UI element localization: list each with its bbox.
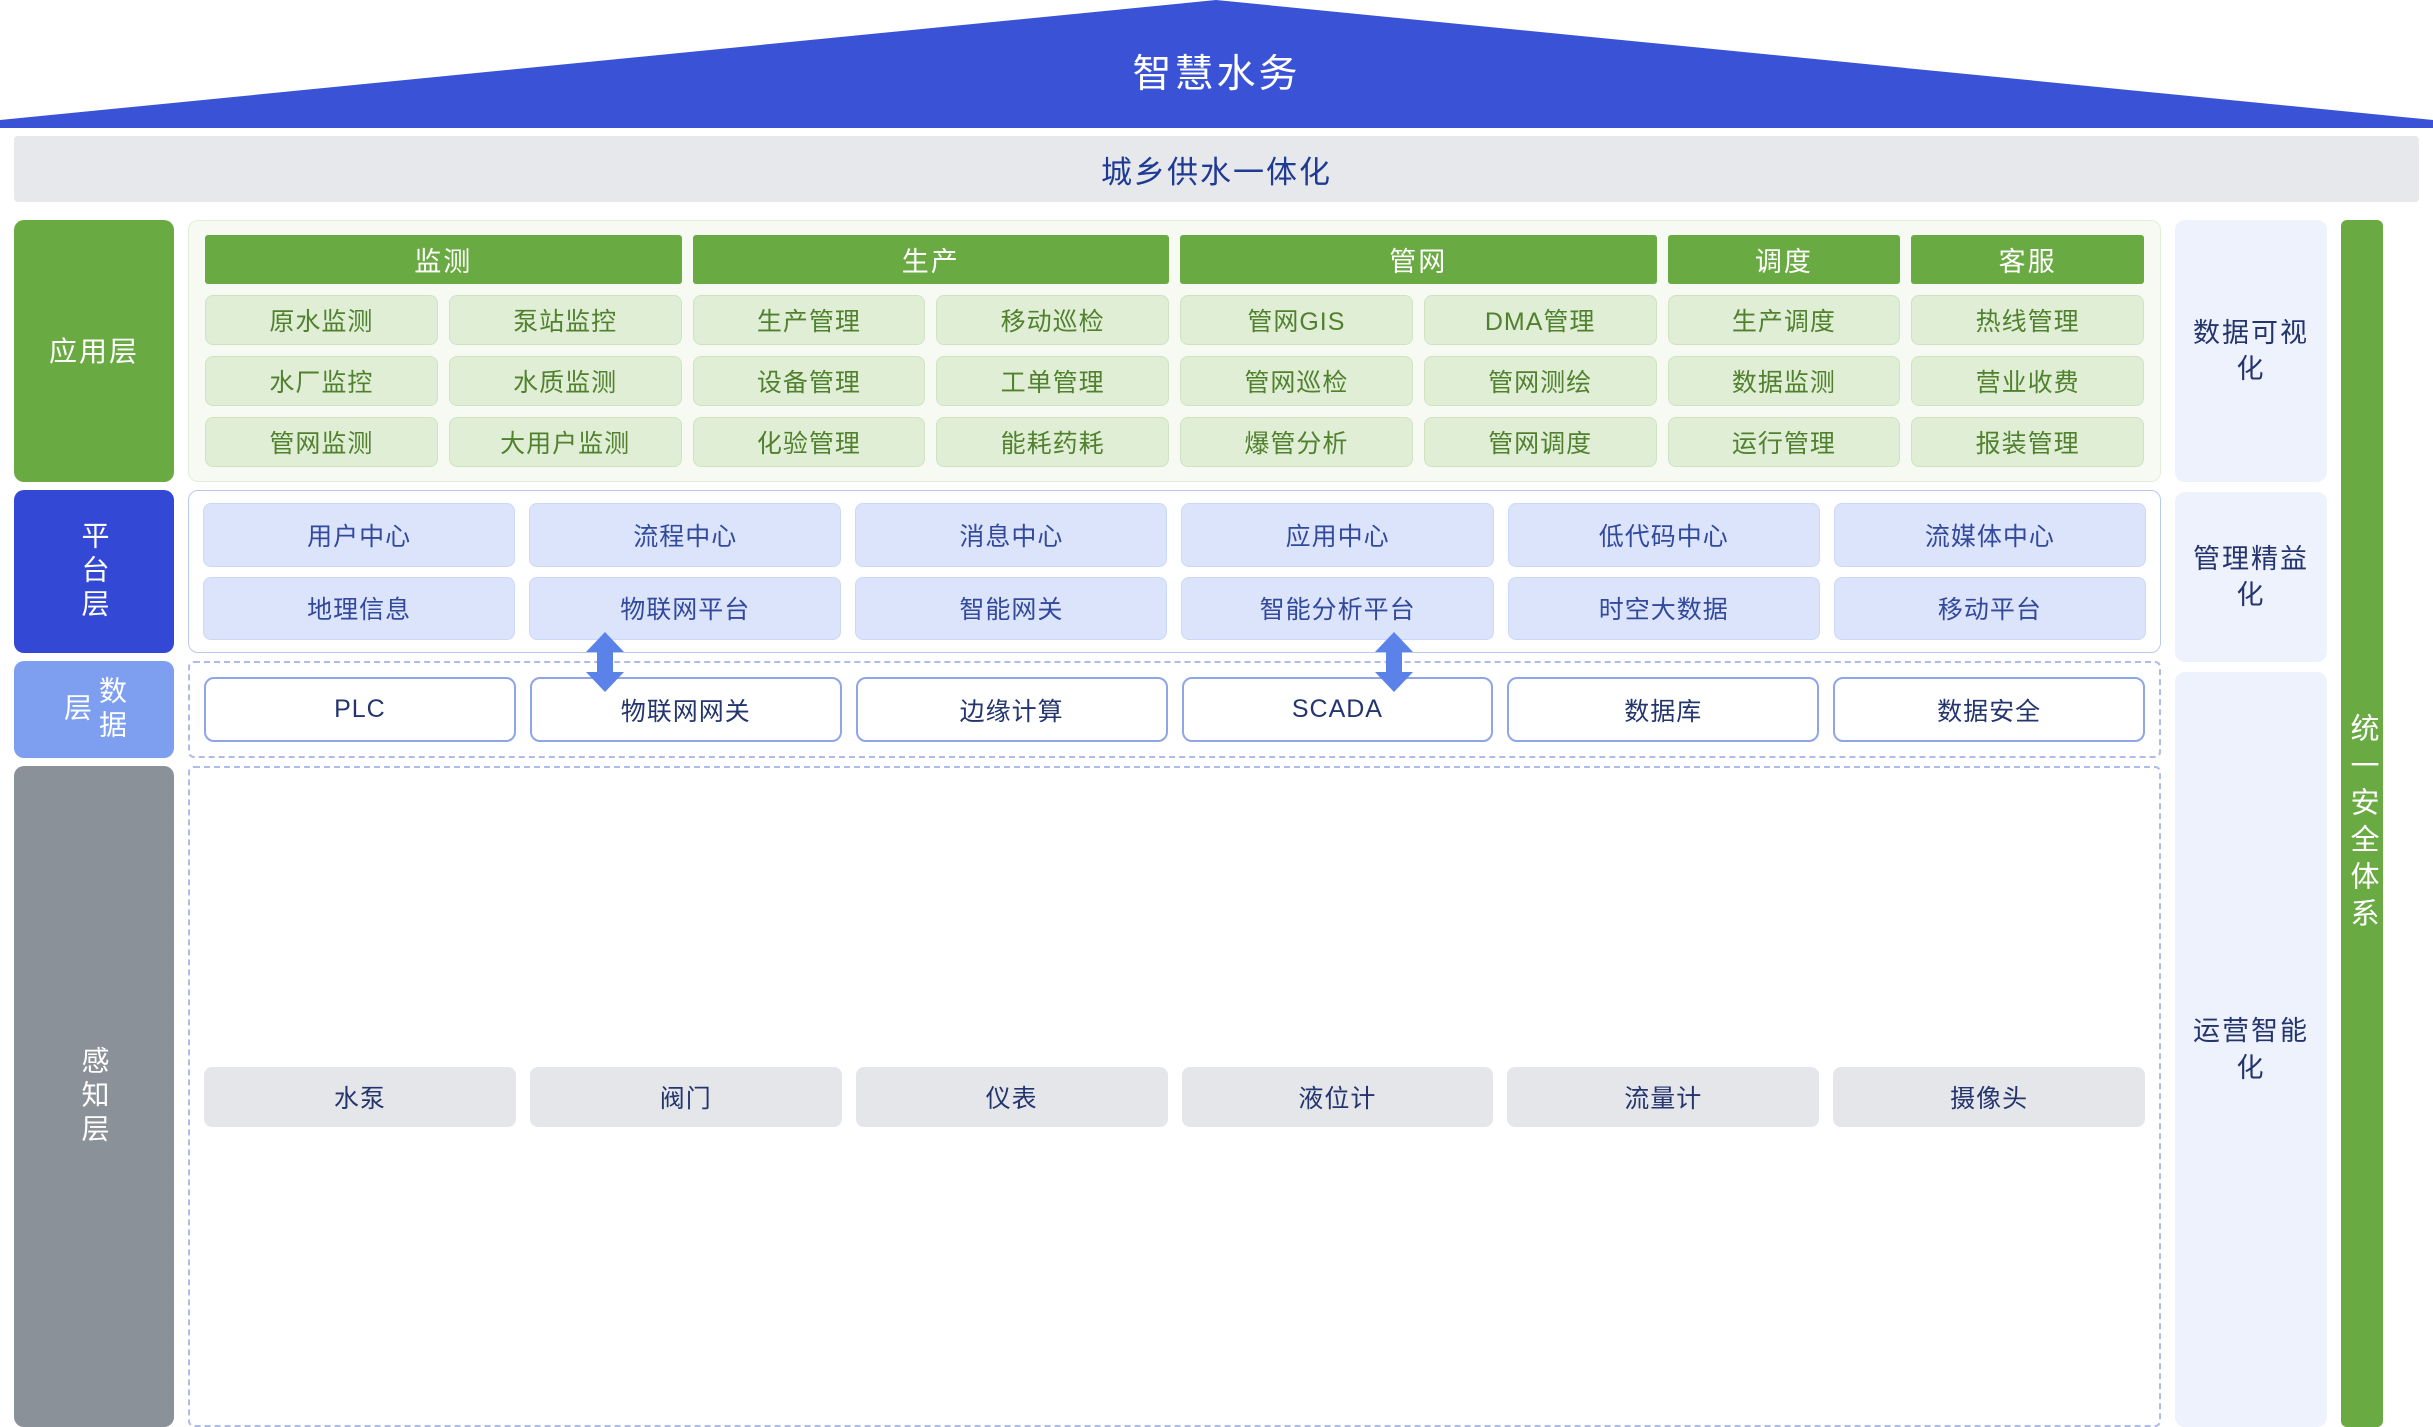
application-row-2: 水厂监控 水质监测 设备管理 工单管理 管网巡检 管网测绘 数据监测 营业收费	[205, 356, 2144, 406]
app-item[interactable]: 泵站监控	[449, 295, 682, 345]
platform-item[interactable]: 物联网平台	[529, 577, 841, 641]
data-item[interactable]: 数据安全	[1833, 677, 2145, 742]
platform-item[interactable]: 用户中心	[203, 503, 515, 567]
architecture-body: 应用层 平台层 数据层 感知层 监测 生产 管网 调度 客服 原水监测 泵站监控…	[0, 220, 2433, 1207]
platform-item[interactable]: 流程中心	[529, 503, 841, 567]
platform-item[interactable]: 时空大数据	[1508, 577, 1820, 641]
application-layer-panel: 监测 生产 管网 调度 客服 原水监测 泵站监控 生产管理 移动巡检 管网GIS…	[188, 220, 2161, 482]
data-item[interactable]: PLC	[204, 677, 516, 742]
sensing-item[interactable]: 仪表	[856, 1067, 1168, 1127]
app-item[interactable]: DMA管理	[1424, 295, 1657, 345]
platform-row-1: 用户中心 流程中心 消息中心 应用中心 低代码中心 流媒体中心	[203, 503, 2146, 567]
data-item[interactable]: 物联网网关	[530, 677, 842, 742]
value-box-management-refinement: 管理精益化	[2175, 492, 2327, 662]
value-box-data-visualization: 数据可视化	[2175, 220, 2327, 482]
app-item[interactable]: 管网GIS	[1180, 295, 1413, 345]
app-item[interactable]: 数据监测	[1668, 356, 1901, 406]
application-category-row: 监测 生产 管网 调度 客服	[205, 235, 2144, 284]
app-category-customer-service[interactable]: 客服	[1911, 235, 2144, 284]
platform-item[interactable]: 移动平台	[1834, 577, 2146, 641]
app-item[interactable]: 运行管理	[1668, 417, 1901, 467]
platform-row-2: 地理信息 物联网平台 智能网关 智能分析平台 时空大数据 移动平台	[203, 577, 2146, 641]
platform-item[interactable]: 低代码中心	[1508, 503, 1820, 567]
sensing-item[interactable]: 流量计	[1507, 1067, 1819, 1127]
layer-content-column: 监测 生产 管网 调度 客服 原水监测 泵站监控 生产管理 移动巡检 管网GIS…	[188, 220, 2161, 1427]
app-item[interactable]: 管网测绘	[1424, 356, 1657, 406]
app-category-production[interactable]: 生产	[693, 235, 1170, 284]
platform-item[interactable]: 智能分析平台	[1181, 577, 1493, 641]
app-item[interactable]: 报装管理	[1911, 417, 2144, 467]
platform-item[interactable]: 智能网关	[855, 577, 1167, 641]
data-layer-panel: PLC 物联网网关 边缘计算 SCADA 数据库 数据安全	[188, 661, 2161, 758]
app-item[interactable]: 营业收费	[1911, 356, 2144, 406]
app-item[interactable]: 移动巡检	[936, 295, 1169, 345]
app-item[interactable]: 能耗药耗	[936, 417, 1169, 467]
sensing-item[interactable]: 阀门	[530, 1067, 842, 1127]
app-item[interactable]: 大用户监测	[449, 417, 682, 467]
platform-item[interactable]: 应用中心	[1181, 503, 1493, 567]
platform-item[interactable]: 消息中心	[855, 503, 1167, 567]
subtitle-band: 城乡供水一体化	[14, 136, 2419, 202]
platform-layer-panel: 用户中心 流程中心 消息中心 应用中心 低代码中心 流媒体中心 地理信息 物联网…	[188, 490, 2161, 653]
value-box-operation-intelligence: 运营智能化	[2175, 672, 2327, 1427]
sensing-item[interactable]: 水泵	[204, 1067, 516, 1127]
app-item[interactable]: 生产调度	[1668, 295, 1901, 345]
page-title: 智慧水务	[0, 0, 2433, 128]
app-item[interactable]: 设备管理	[693, 356, 926, 406]
app-category-monitoring[interactable]: 监测	[205, 235, 682, 284]
data-item[interactable]: 边缘计算	[856, 677, 1168, 742]
layer-label-data: 数据层	[14, 661, 174, 758]
app-item[interactable]: 爆管分析	[1180, 417, 1413, 467]
app-item[interactable]: 水质监测	[449, 356, 682, 406]
value-column: 数据可视化 管理精益化 运营智能化	[2175, 220, 2327, 1427]
app-item[interactable]: 化验管理	[693, 417, 926, 467]
app-item[interactable]: 工单管理	[936, 356, 1169, 406]
platform-item[interactable]: 流媒体中心	[1834, 503, 2146, 567]
app-item[interactable]: 原水监测	[205, 295, 438, 345]
app-item[interactable]: 热线管理	[1911, 295, 2144, 345]
sensing-layer-panel: 水泵 阀门 仪表 液位计 流量计 摄像头	[188, 766, 2161, 1427]
layer-label-platform: 平台层	[14, 490, 174, 653]
data-item[interactable]: SCADA	[1182, 677, 1494, 742]
application-row-3: 管网监测 大用户监测 化验管理 能耗药耗 爆管分析 管网调度 运行管理 报装管理	[205, 417, 2144, 467]
app-item[interactable]: 管网监测	[205, 417, 438, 467]
app-category-pipe-network[interactable]: 管网	[1180, 235, 1657, 284]
app-category-dispatch[interactable]: 调度	[1668, 235, 1901, 284]
diagram-header: 智慧水务	[0, 0, 2433, 128]
app-item[interactable]: 生产管理	[693, 295, 926, 345]
application-row-1: 原水监测 泵站监控 生产管理 移动巡检 管网GIS DMA管理 生产调度 热线管…	[205, 295, 2144, 345]
security-column: 统一安全体系	[2341, 220, 2419, 1427]
layer-label-column: 应用层 平台层 数据层 感知层	[14, 220, 174, 1427]
platform-item[interactable]: 地理信息	[203, 577, 515, 641]
app-item[interactable]: 管网巡检	[1180, 356, 1413, 406]
layer-label-application: 应用层	[14, 220, 174, 482]
sensing-grid: 水泵 阀门 仪表 液位计 流量计 摄像头	[204, 1067, 2145, 1127]
sensing-item[interactable]: 液位计	[1182, 1067, 1494, 1127]
security-system-bar: 统一安全体系	[2341, 220, 2383, 1427]
layer-label-sensing: 感知层	[14, 766, 174, 1427]
app-item[interactable]: 水厂监控	[205, 356, 438, 406]
app-item[interactable]: 管网调度	[1424, 417, 1657, 467]
sensing-item[interactable]: 摄像头	[1833, 1067, 2145, 1127]
data-item[interactable]: 数据库	[1507, 677, 1819, 742]
